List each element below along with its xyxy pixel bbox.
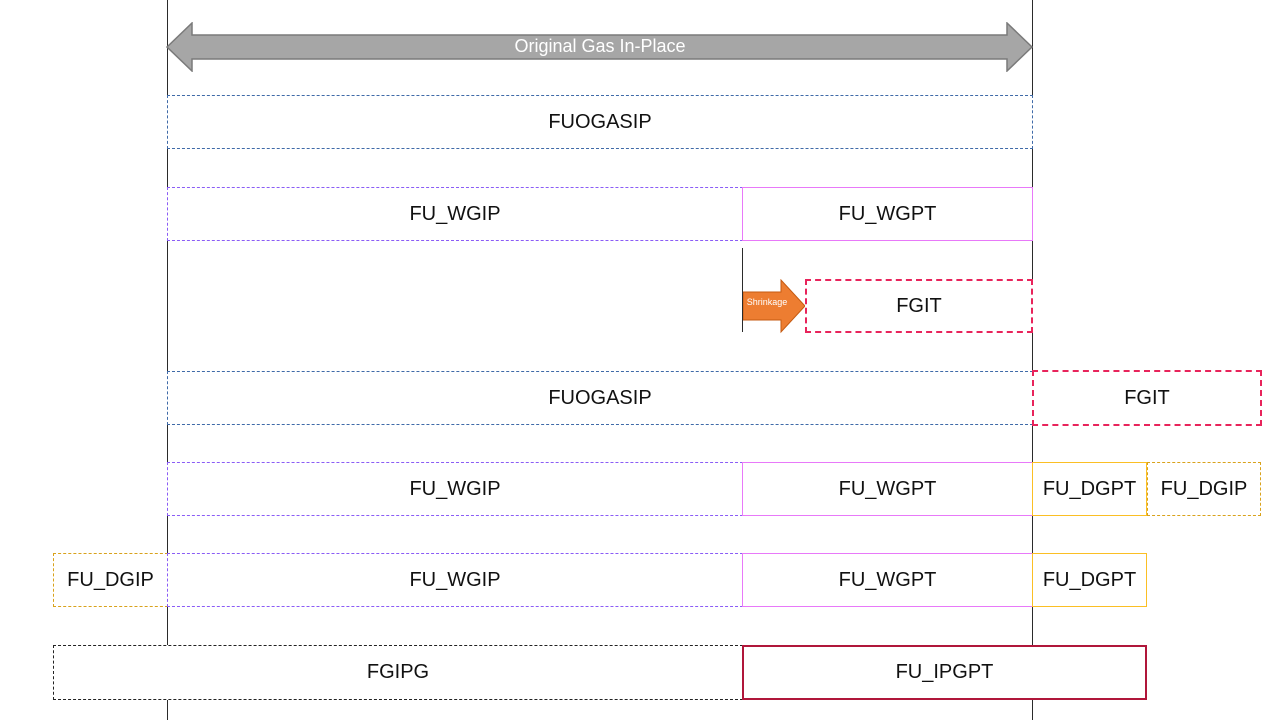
fu-dgpt-box-row5: FU_DGPT (1032, 462, 1147, 516)
shrinkage-arrow (743, 279, 806, 334)
right-boundary-line (1032, 0, 1033, 720)
fgipg-box-row7: FGIPG (53, 645, 743, 700)
fgit-label: FGIT (896, 294, 942, 317)
fu-wgip-box-row2: FU_WGIP (167, 187, 743, 241)
shrinkage-divider-line (742, 248, 743, 332)
fu-dgip-label: FU_DGIP (67, 568, 154, 591)
fu-dgpt-label: FU_DGPT (1042, 477, 1137, 500)
fu-wgpt-label: FU_WGPT (838, 202, 937, 225)
fu-wgpt-box-row5: FU_WGPT (742, 462, 1033, 516)
fu-wgpt-box-row2: FU_WGPT (742, 187, 1033, 241)
fu-wgip-box-row6: FU_WGIP (167, 553, 743, 607)
fu-ipgpt-label: FU_IPGPT (895, 661, 994, 683)
double-headed-arrow-shape (166, 22, 1034, 72)
fu-wgpt-box-row6: FU_WGPT (742, 553, 1033, 607)
fu-wgpt-label: FU_WGPT (838, 477, 937, 500)
fuogasip-box-row1: FUOGASIP (167, 95, 1033, 149)
fu-dgip-box-row6: FU_DGIP (53, 553, 168, 607)
fu-dgpt-label: FU_DGPT (1042, 568, 1137, 591)
fgit-label: FGIT (1124, 386, 1170, 409)
shrinkage-label: Shrinkage (746, 297, 788, 307)
fu-dgip-box-row5: FU_DGIP (1147, 462, 1261, 516)
fu-wgip-label: FU_WGIP (409, 568, 501, 591)
shrinkage-arrow-shape (743, 279, 806, 334)
fu-wgpt-label: FU_WGPT (838, 568, 937, 591)
fuogasip-label: FUOGASIP (548, 386, 652, 409)
original-gas-in-place-arrow (166, 22, 1034, 72)
original-gas-in-place-label: Original Gas In-Place (514, 36, 686, 56)
fuogasip-label: FUOGASIP (548, 110, 652, 133)
fgit-box-row3: FGIT (805, 279, 1033, 333)
left-boundary-line (167, 0, 168, 720)
fgipg-label: FGIPG (366, 661, 430, 683)
fu-ipgpt-box-row7: FU_IPGPT (742, 645, 1147, 700)
fu-wgip-label: FU_WGIP (409, 202, 501, 225)
fu-dgip-label: FU_DGIP (1160, 477, 1248, 500)
fu-wgip-box-row5: FU_WGIP (167, 462, 743, 516)
fu-dgpt-box-row6: FU_DGPT (1032, 553, 1147, 607)
fu-wgip-label: FU_WGIP (409, 477, 501, 500)
fuogasip-box-row4: FUOGASIP (167, 371, 1033, 425)
fgit-box-row4: FGIT (1032, 370, 1262, 426)
